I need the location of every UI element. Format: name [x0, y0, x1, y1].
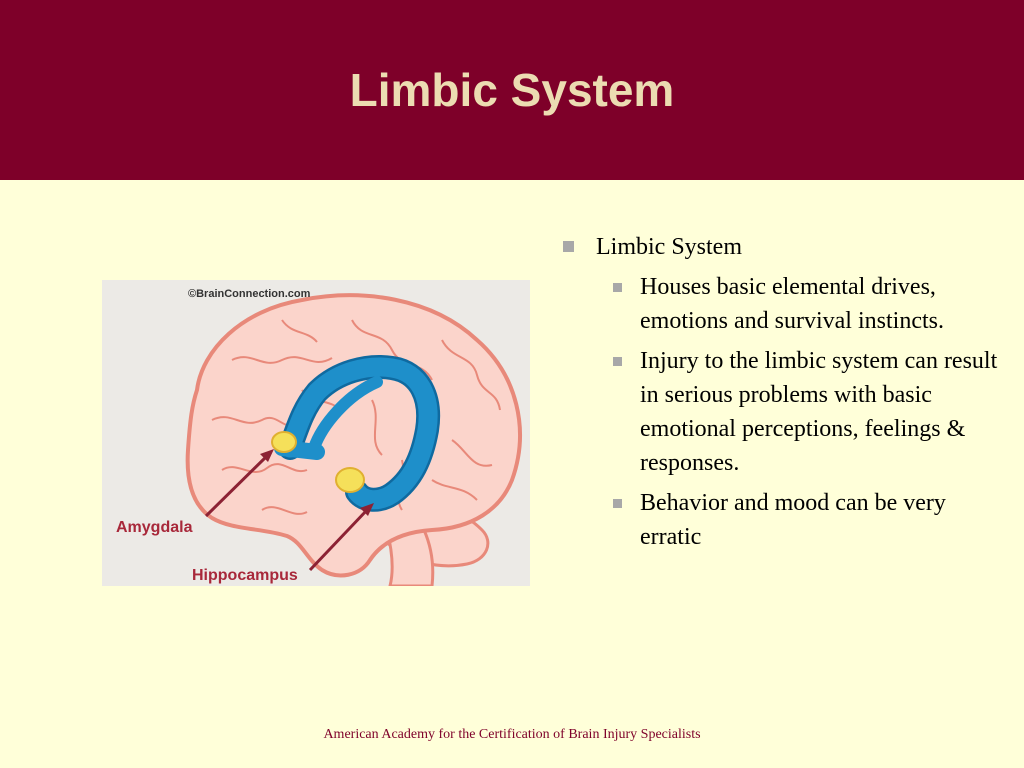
brainstem-shape [385, 528, 435, 586]
sub-bullet-item: Behavior and mood can be very erratic [560, 486, 1000, 554]
bullet-list: Limbic System Houses basic elemental dri… [560, 230, 1000, 560]
hippocampus-label: Hippocampus [192, 567, 298, 584]
sub-bullet-text: Houses basic elemental drives, emotions … [640, 274, 944, 334]
hippocampus-arrowhead [360, 503, 374, 516]
square-bullet-icon [613, 283, 622, 292]
title-bar [0, 0, 1024, 180]
hippocampus-arrow [308, 508, 369, 572]
square-bullet-icon [563, 241, 574, 252]
gyri-lines [211, 319, 501, 515]
copyright-label: ©BrainConnection.com [188, 288, 311, 300]
sub-bullet-item: Houses basic elemental drives, emotions … [560, 270, 1000, 338]
amygdala-label: Amygdala [116, 519, 193, 536]
sub-bullet-item: Injury to the limbic system can result i… [560, 344, 1000, 480]
square-bullet-icon [613, 499, 622, 508]
bullet-item-limbic-system: Limbic System [560, 230, 1000, 264]
limbic-fornix [280, 357, 438, 510]
limbic-inner-arc [308, 376, 383, 454]
cerebrum-shape [185, 293, 522, 578]
amygdala-highlight [271, 431, 297, 453]
sub-bullet-text: Behavior and mood can be very erratic [640, 490, 946, 550]
amygdala-arrow [204, 453, 270, 518]
brain-illustration: ©BrainConnection.com Amygdala Hippocampu… [116, 288, 522, 586]
amygdala-arrowhead [260, 449, 274, 462]
square-bullet-icon [613, 357, 622, 366]
bullet-text: Limbic System [596, 234, 742, 260]
slide-footer: American Academy for the Certification o… [323, 727, 701, 742]
brain-figure: ©BrainConnection.com Amygdala Hippocampu… [102, 280, 530, 586]
slide-title: Limbic System [349, 64, 675, 116]
hippocampus-highlight [335, 467, 365, 493]
sub-bullet-text: Injury to the limbic system can result i… [640, 348, 998, 476]
